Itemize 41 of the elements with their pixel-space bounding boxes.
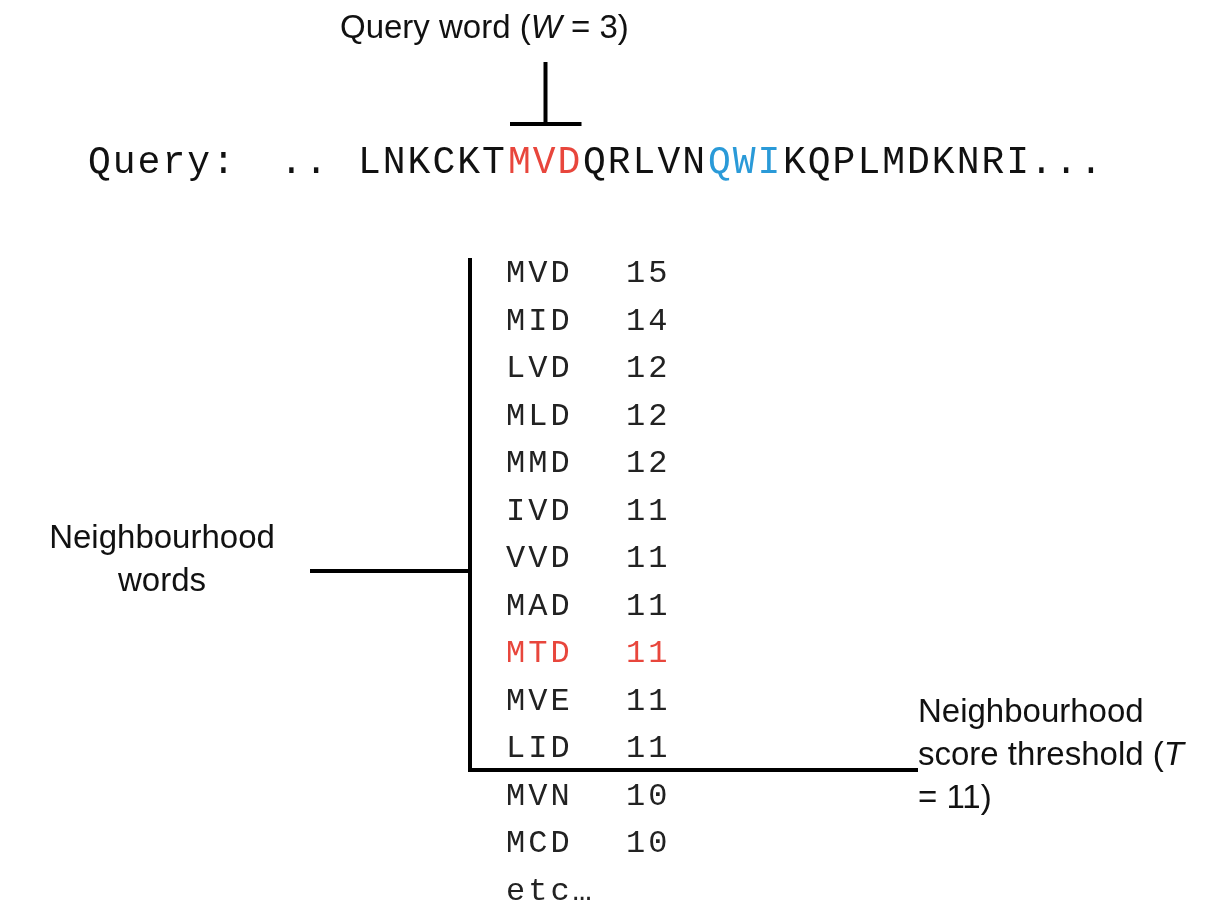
word-text: MVN — [506, 780, 573, 813]
leader-line — [310, 569, 468, 573]
word-text: VVD — [506, 543, 573, 575]
score-text: 11 — [626, 733, 671, 765]
word-text: LVD — [506, 353, 573, 385]
annotation-text: Query word (W = 3) — [340, 6, 750, 54]
sequence-text: QWI — [708, 144, 783, 182]
score-text: 10 — [626, 780, 671, 813]
sequence-text: .. — [280, 144, 330, 182]
t-bar-connector — [507, 62, 584, 126]
word-text: MVD — [506, 258, 573, 290]
score-text: 11 — [626, 638, 671, 670]
sequence-text: QRLVN — [583, 144, 708, 182]
sequence-text: KQPLMDKNRI — [783, 144, 1032, 182]
word-text: LID — [506, 733, 573, 765]
annotation-text: Neighbourhood words — [14, 516, 310, 626]
word-text: MLD — [506, 400, 573, 433]
word-text: MMD — [506, 448, 573, 480]
word-text: MCD — [506, 828, 573, 860]
sequence-text: Query: — [88, 144, 237, 182]
leader-line — [472, 768, 918, 772]
score-text: 12 — [626, 400, 671, 433]
word-text: etc… — [506, 875, 595, 908]
word-text: IVD — [506, 495, 573, 528]
query-word-highlight: MVD — [508, 124, 583, 182]
score-text: 11 — [626, 495, 671, 528]
score-text: 10 — [626, 828, 671, 860]
score-text: 11 — [626, 590, 671, 623]
score-text: 12 — [626, 353, 671, 385]
word-text: MID — [506, 305, 573, 338]
word-text: MTD — [506, 638, 573, 670]
score-text: 11 — [626, 685, 671, 718]
score-text: 14 — [626, 305, 671, 338]
score-text: 11 — [626, 543, 671, 575]
sequence-text: ... — [1030, 144, 1105, 182]
sequence-text: LNKCKT — [358, 144, 507, 182]
word-text: MVE — [506, 685, 573, 718]
annotation-text: Neighbourhood score threshold (T = 11) — [918, 690, 1190, 860]
score-text: 15 — [626, 258, 671, 290]
score-text: 12 — [626, 448, 671, 480]
word-text: MAD — [506, 590, 573, 623]
